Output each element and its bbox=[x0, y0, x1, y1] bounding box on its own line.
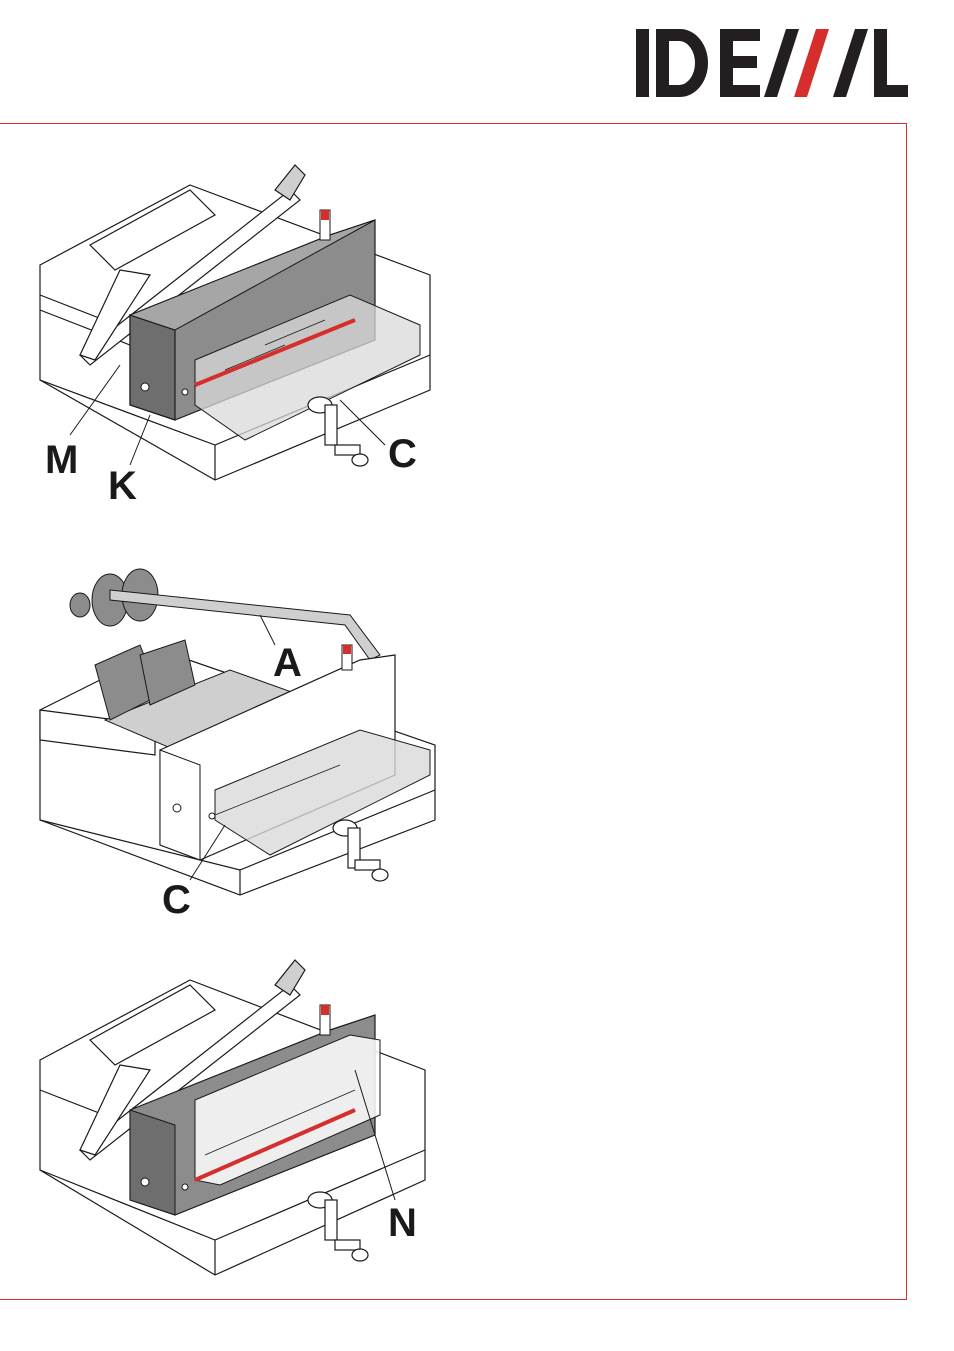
figure-2-cutter-illustration bbox=[0, 560, 460, 910]
callout-C: C bbox=[388, 434, 417, 474]
callout-N: N bbox=[388, 1203, 417, 1243]
callout-K: K bbox=[108, 466, 137, 506]
callout-A: A bbox=[273, 643, 302, 683]
callout-M: M bbox=[45, 440, 78, 480]
ideal-logo bbox=[636, 27, 908, 99]
callout-C-2: C bbox=[162, 880, 191, 920]
